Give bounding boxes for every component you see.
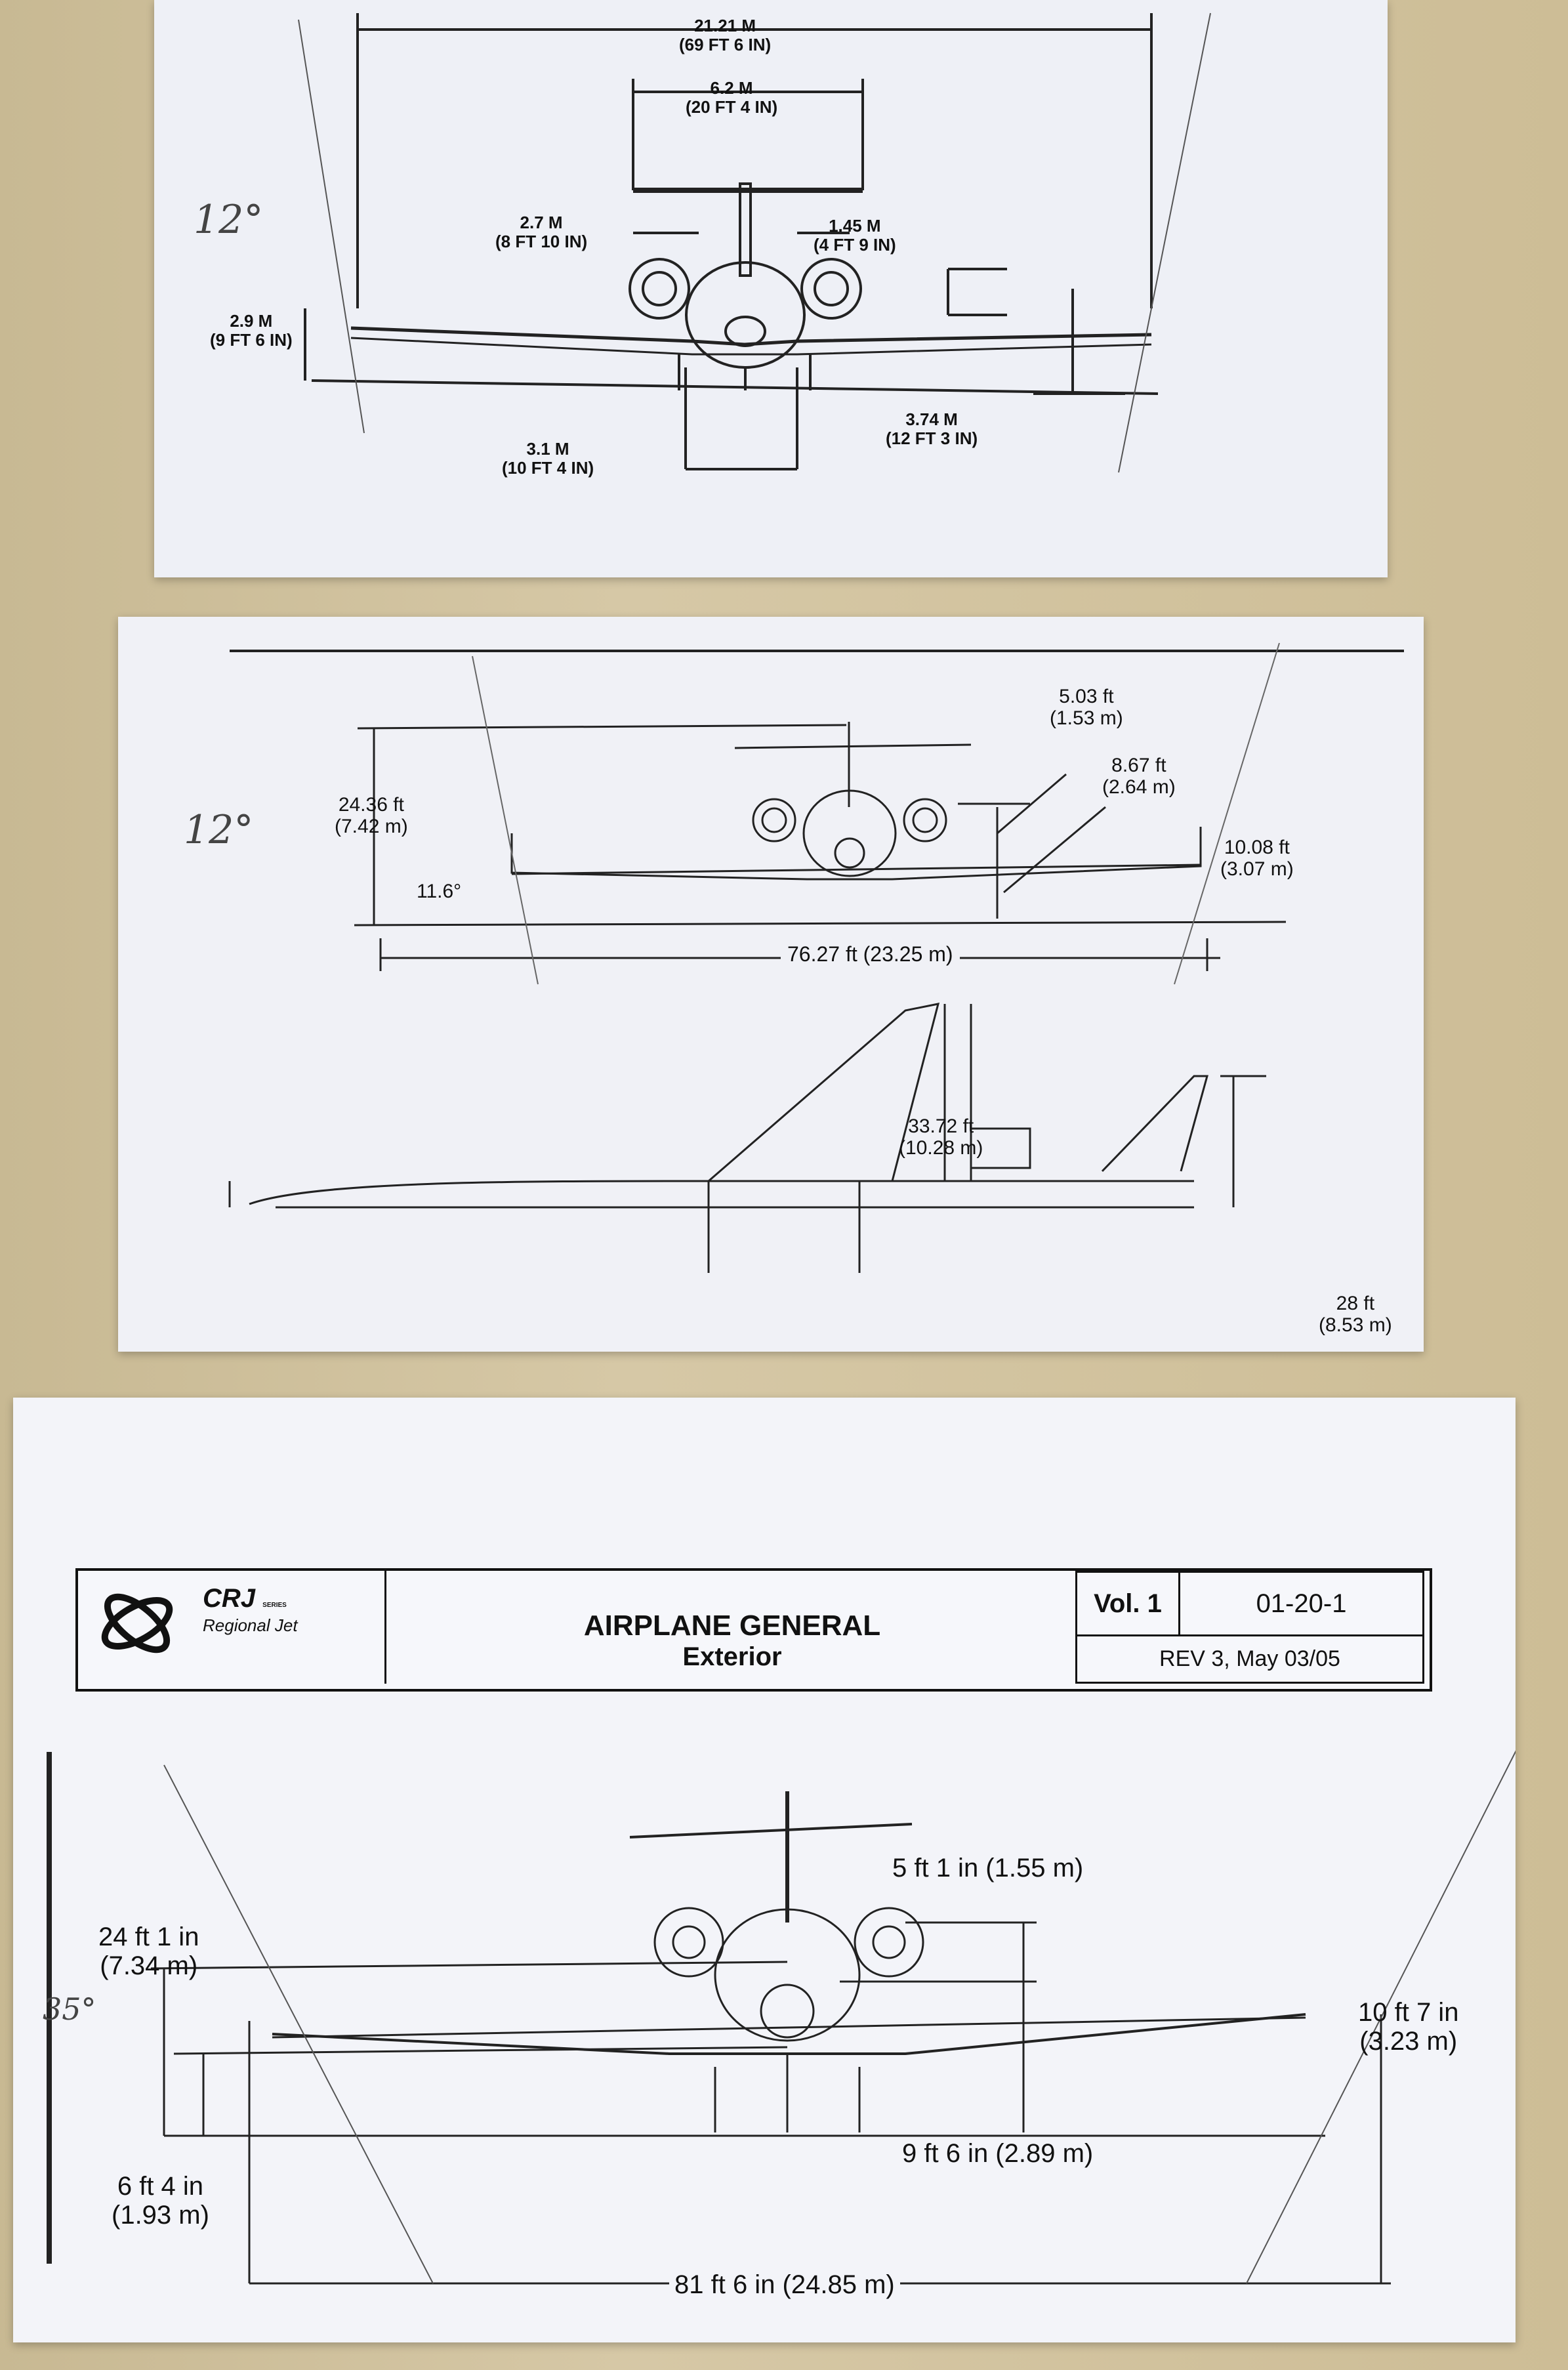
dim-value: 5.03 ft (1059, 686, 1114, 707)
dim-value: 2.9 M (230, 311, 273, 331)
dim-value: 24 ft 1 in (98, 1923, 199, 1951)
dim-alt: (1.53 m) (1050, 707, 1123, 729)
dim-stab-height-2: 28 ft (8.53 m) (1319, 1293, 1392, 1336)
logo-series: SERIES (262, 1602, 287, 1609)
handwritten-angle-3: 35° (43, 1991, 96, 2027)
logo-cell: CRJ SERIES Regional Jet (78, 1571, 386, 1684)
dim-value: 1.45 M (829, 216, 881, 236)
dim-alt: (3.23 m) (1359, 2027, 1458, 2056)
dim-value: 33.72 ft (908, 1115, 974, 1137)
dim-alt: (1.93 m) (112, 2201, 209, 2230)
handwritten-angle-2: 12° (184, 807, 254, 853)
dim-alt: (20 FT 4 IN) (686, 96, 778, 117)
dim-wingtip-height-3: 10 ft 7 in (3.23 m) (1358, 1998, 1458, 2056)
dim-value: 3.74 M (905, 409, 958, 429)
dim-alt: (3.07 m) (1220, 858, 1294, 880)
dim-value: 8.67 ft (1111, 755, 1166, 776)
drawing-sheet-2: 5.03 ft (1.53 m) 8.67 ft (2.64 m) 24.36 … (118, 617, 1424, 1352)
crj-logo-icon (101, 1593, 173, 1653)
dim-tail-height-2: 33.72 ft (10.28 m) (899, 1115, 983, 1159)
title-block: CRJ SERIES Regional Jet AIRPLANE GENERAL… (75, 1568, 1432, 1692)
dim-alt: (69 FT 6 IN) (679, 34, 772, 54)
dim-alt: (9 FT 6 IN) (210, 329, 293, 350)
dim-overall-height-2: 24.36 ft (7.42 m) (335, 794, 408, 837)
dim-value: 6.2 M (710, 78, 753, 98)
dim-engine-height-3: 5 ft 1 in (1.55 m) (892, 1854, 1084, 1882)
dim-span-2: 76.27 ft (23.25 m) (781, 942, 960, 967)
dim-value: 28 ft (1336, 1293, 1375, 1314)
logo-text: CRJ SERIES (203, 1584, 287, 1613)
logo-subtext: Regional Jet (203, 1615, 298, 1635)
dim-alt: (10 FT 4 IN) (502, 457, 594, 478)
dim-engine-spacing-1: 2.7 M (8 FT 10 IN) (495, 213, 587, 251)
subtitle-text: Exterior (682, 1642, 782, 1671)
dim-alt: (8.53 m) (1319, 1314, 1392, 1336)
dim-alt: (7.34 m) (100, 1951, 198, 1980)
dim-wingtip-height-1: 2.9 M (9 FT 6 IN) (210, 312, 293, 349)
dim-tail-1: 6.2 M (20 FT 4 IN) (686, 79, 777, 116)
dim-alt: (10.28 m) (899, 1137, 983, 1159)
drawing-sheet-3: CRJ SERIES Regional Jet AIRPLANE GENERAL… (13, 1398, 1516, 2342)
dim-value: 2.7 M (520, 213, 563, 232)
title-cell: AIRPLANE GENERAL Exterior (384, 1571, 1080, 1684)
dim-alt: (2.64 m) (1102, 776, 1176, 798)
front-view-drawing-1 (298, 12, 1211, 473)
dim-engine-height-1: 1.45 M (4 FT 9 IN) (814, 217, 896, 254)
dim-gear-track-1: 3.1 M (10 FT 4 IN) (502, 440, 594, 477)
dim-wingtip-height-2: 10.08 ft (3.07 m) (1220, 837, 1294, 880)
title-text: AIRPLANE GENERAL (583, 1609, 881, 1642)
dim-value: 10 ft 7 in (1358, 1998, 1459, 2027)
dim-alt: (12 FT 3 IN) (886, 428, 978, 448)
dim-fin-height-2: 5.03 ft (1.53 m) (1050, 686, 1123, 729)
dim-alt: (8 FT 10 IN) (495, 231, 588, 251)
front-view-drawing-3 (47, 1750, 1516, 2285)
dim-value: 3.1 M (526, 439, 569, 459)
dim-gear-height-3: 9 ft 6 in (2.89 m) (902, 2139, 1094, 2168)
rev-cell: REV 3, May 03/05 (1075, 1634, 1424, 1684)
dim-span-3: 81 ft 6 in (24.85 m) (669, 2270, 900, 2299)
dim-alt: (7.42 m) (335, 816, 408, 837)
dim-alt: (4 FT 9 IN) (814, 234, 896, 255)
dim-gear-height-1: 3.74 M (12 FT 3 IN) (886, 410, 978, 447)
dim-span-1: 21.21 M (69 FT 6 IN) (679, 16, 771, 54)
dim-overall-height-3: 24 ft 1 in (7.34 m) (98, 1923, 199, 1980)
logo-name: CRJ (203, 1584, 256, 1613)
dim-value: 6 ft 4 in (117, 2172, 204, 2201)
dim-ground-height-3: 6 ft 4 in (1.93 m) (112, 2172, 209, 2230)
dim-engine-height-2: 8.67 ft (2.64 m) (1102, 755, 1176, 798)
dim-value: 21.21 M (694, 16, 756, 35)
dim-dihedral-2: 11.6° (417, 881, 462, 902)
front-and-side-view-drawing (228, 642, 1404, 1273)
drawing-sheet-1: 21.21 M (69 FT 6 IN) 6.2 M (20 FT 4 IN) … (154, 0, 1388, 577)
dim-value: 10.08 ft (1224, 837, 1290, 858)
handwritten-angle-1: 12° (194, 197, 264, 243)
dim-value: 24.36 ft (338, 794, 404, 816)
